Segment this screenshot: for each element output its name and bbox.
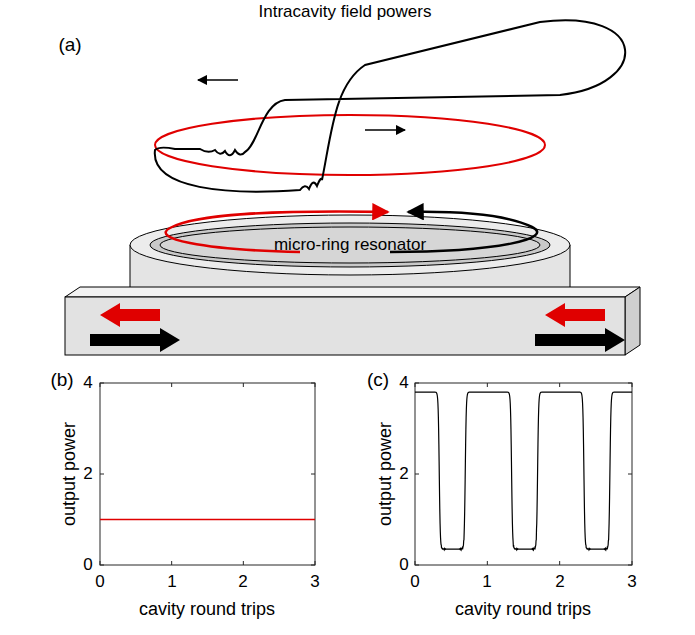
panel-letter: (b) [50,370,73,391]
plot-axes [100,383,315,565]
tick-label: 4 [83,374,92,393]
tick-label: 0 [95,573,104,592]
waveguide-arrow [100,303,160,327]
axis-label: output power [376,422,396,526]
plot-axes [415,383,632,565]
tick-label: 1 [167,573,176,592]
tick-label: 3 [310,573,319,592]
waveguide-arrow [90,328,180,352]
ccw-output [415,392,632,550]
direction-arrow [365,129,405,131]
axis-label: cavity round trips [455,600,591,620]
tick-label: 3 [627,573,636,592]
tick-label: 2 [555,573,564,592]
ccw-field [155,20,625,191]
tick-label: 1 [482,573,491,592]
cw-field [155,115,545,175]
axis-label: cavity round trips [139,600,275,620]
tick-label: 0 [410,573,419,592]
node-text: micro-ring resonator [274,235,426,255]
tick-label: 0 [399,556,408,575]
panel-letter: (c) [367,370,389,391]
bus-waveguide [65,287,640,355]
tick-label: 2 [83,465,92,484]
tick-label: 0 [83,556,92,575]
tick-label: 2 [399,465,408,484]
cw-output [100,519,315,521]
waveguide-arrow [545,303,605,327]
panel-letter: (a) [58,35,81,56]
tick-label: 2 [238,573,247,592]
resonator-label: micro-ring resonator [250,232,450,258]
title: Intracavity field powers [259,3,432,22]
waveguide-arrow [535,328,625,352]
axis-label: output power [60,422,80,526]
resonator-pedestal [130,212,570,292]
tick-label: 4 [399,374,408,393]
field-power-plot [155,20,625,191]
direction-arrow [198,79,238,81]
